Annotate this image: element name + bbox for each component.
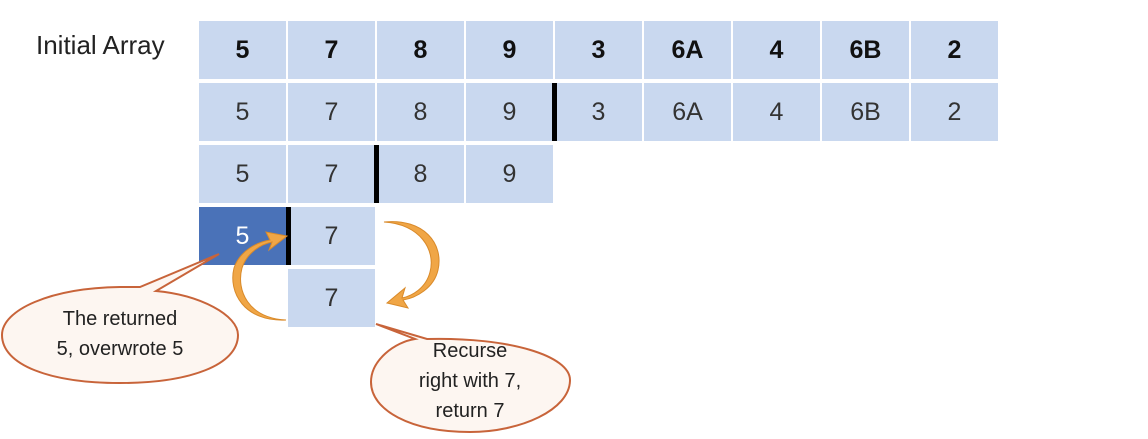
array-cell: 7: [288, 21, 375, 79]
array-cell: 7: [288, 145, 375, 203]
right-callout-line: return 7: [435, 400, 505, 422]
array-cell: 6B: [822, 83, 909, 141]
array-cell: 4: [733, 21, 820, 79]
array-row-initial: 5 7 8 9 3 6A 4 6B 2: [199, 21, 1000, 79]
array-cell: 5: [199, 145, 286, 203]
right-callout-line: Recurse: [432, 340, 508, 362]
array-cell: 6B: [822, 21, 909, 79]
array-cell: 2: [911, 83, 998, 141]
array-cell: 6A: [644, 83, 731, 141]
split-divider: [552, 83, 557, 141]
array-row-split-2: 5 7 8 9: [199, 145, 555, 203]
array-row-split-4: 7: [288, 269, 377, 327]
array-cell: 3: [555, 83, 642, 141]
array-cell: 2: [911, 21, 998, 79]
array-cell: 7: [288, 269, 375, 327]
right-callout-text: Recurse right with 7, return 7: [395, 336, 545, 426]
array-row-split-1: 5 7 8 9 3 6A 4 6B 2: [199, 83, 1000, 141]
left-callout-line: The returned: [62, 308, 178, 330]
array-cell: 6A: [644, 21, 731, 79]
recurse-right-arrow: [383, 221, 440, 309]
left-callout-line: 5, overwrote 5: [56, 338, 184, 360]
left-callout-bubble: [0, 253, 240, 385]
initial-array-label: Initial Array: [36, 30, 165, 60]
array-cell: 8: [377, 83, 464, 141]
array-cell: 7: [288, 207, 375, 265]
split-divider: [374, 145, 379, 203]
split-divider: [286, 207, 291, 265]
right-callout-line: right with 7,: [418, 370, 522, 392]
array-cell: 9: [466, 83, 553, 141]
array-cell: 9: [466, 145, 553, 203]
return-arrow: [232, 231, 289, 321]
array-cell: 8: [377, 21, 464, 79]
left-callout-text: The returned 5, overwrote 5: [40, 304, 200, 364]
right-callout-bubble: [369, 323, 572, 434]
array-cell: 7: [288, 83, 375, 141]
array-cell: 5: [199, 83, 286, 141]
array-cell: 3: [555, 21, 642, 79]
array-cell: 4: [733, 83, 820, 141]
array-cell: 9: [466, 21, 553, 79]
array-cell: 5: [199, 21, 286, 79]
array-cell: 8: [377, 145, 464, 203]
